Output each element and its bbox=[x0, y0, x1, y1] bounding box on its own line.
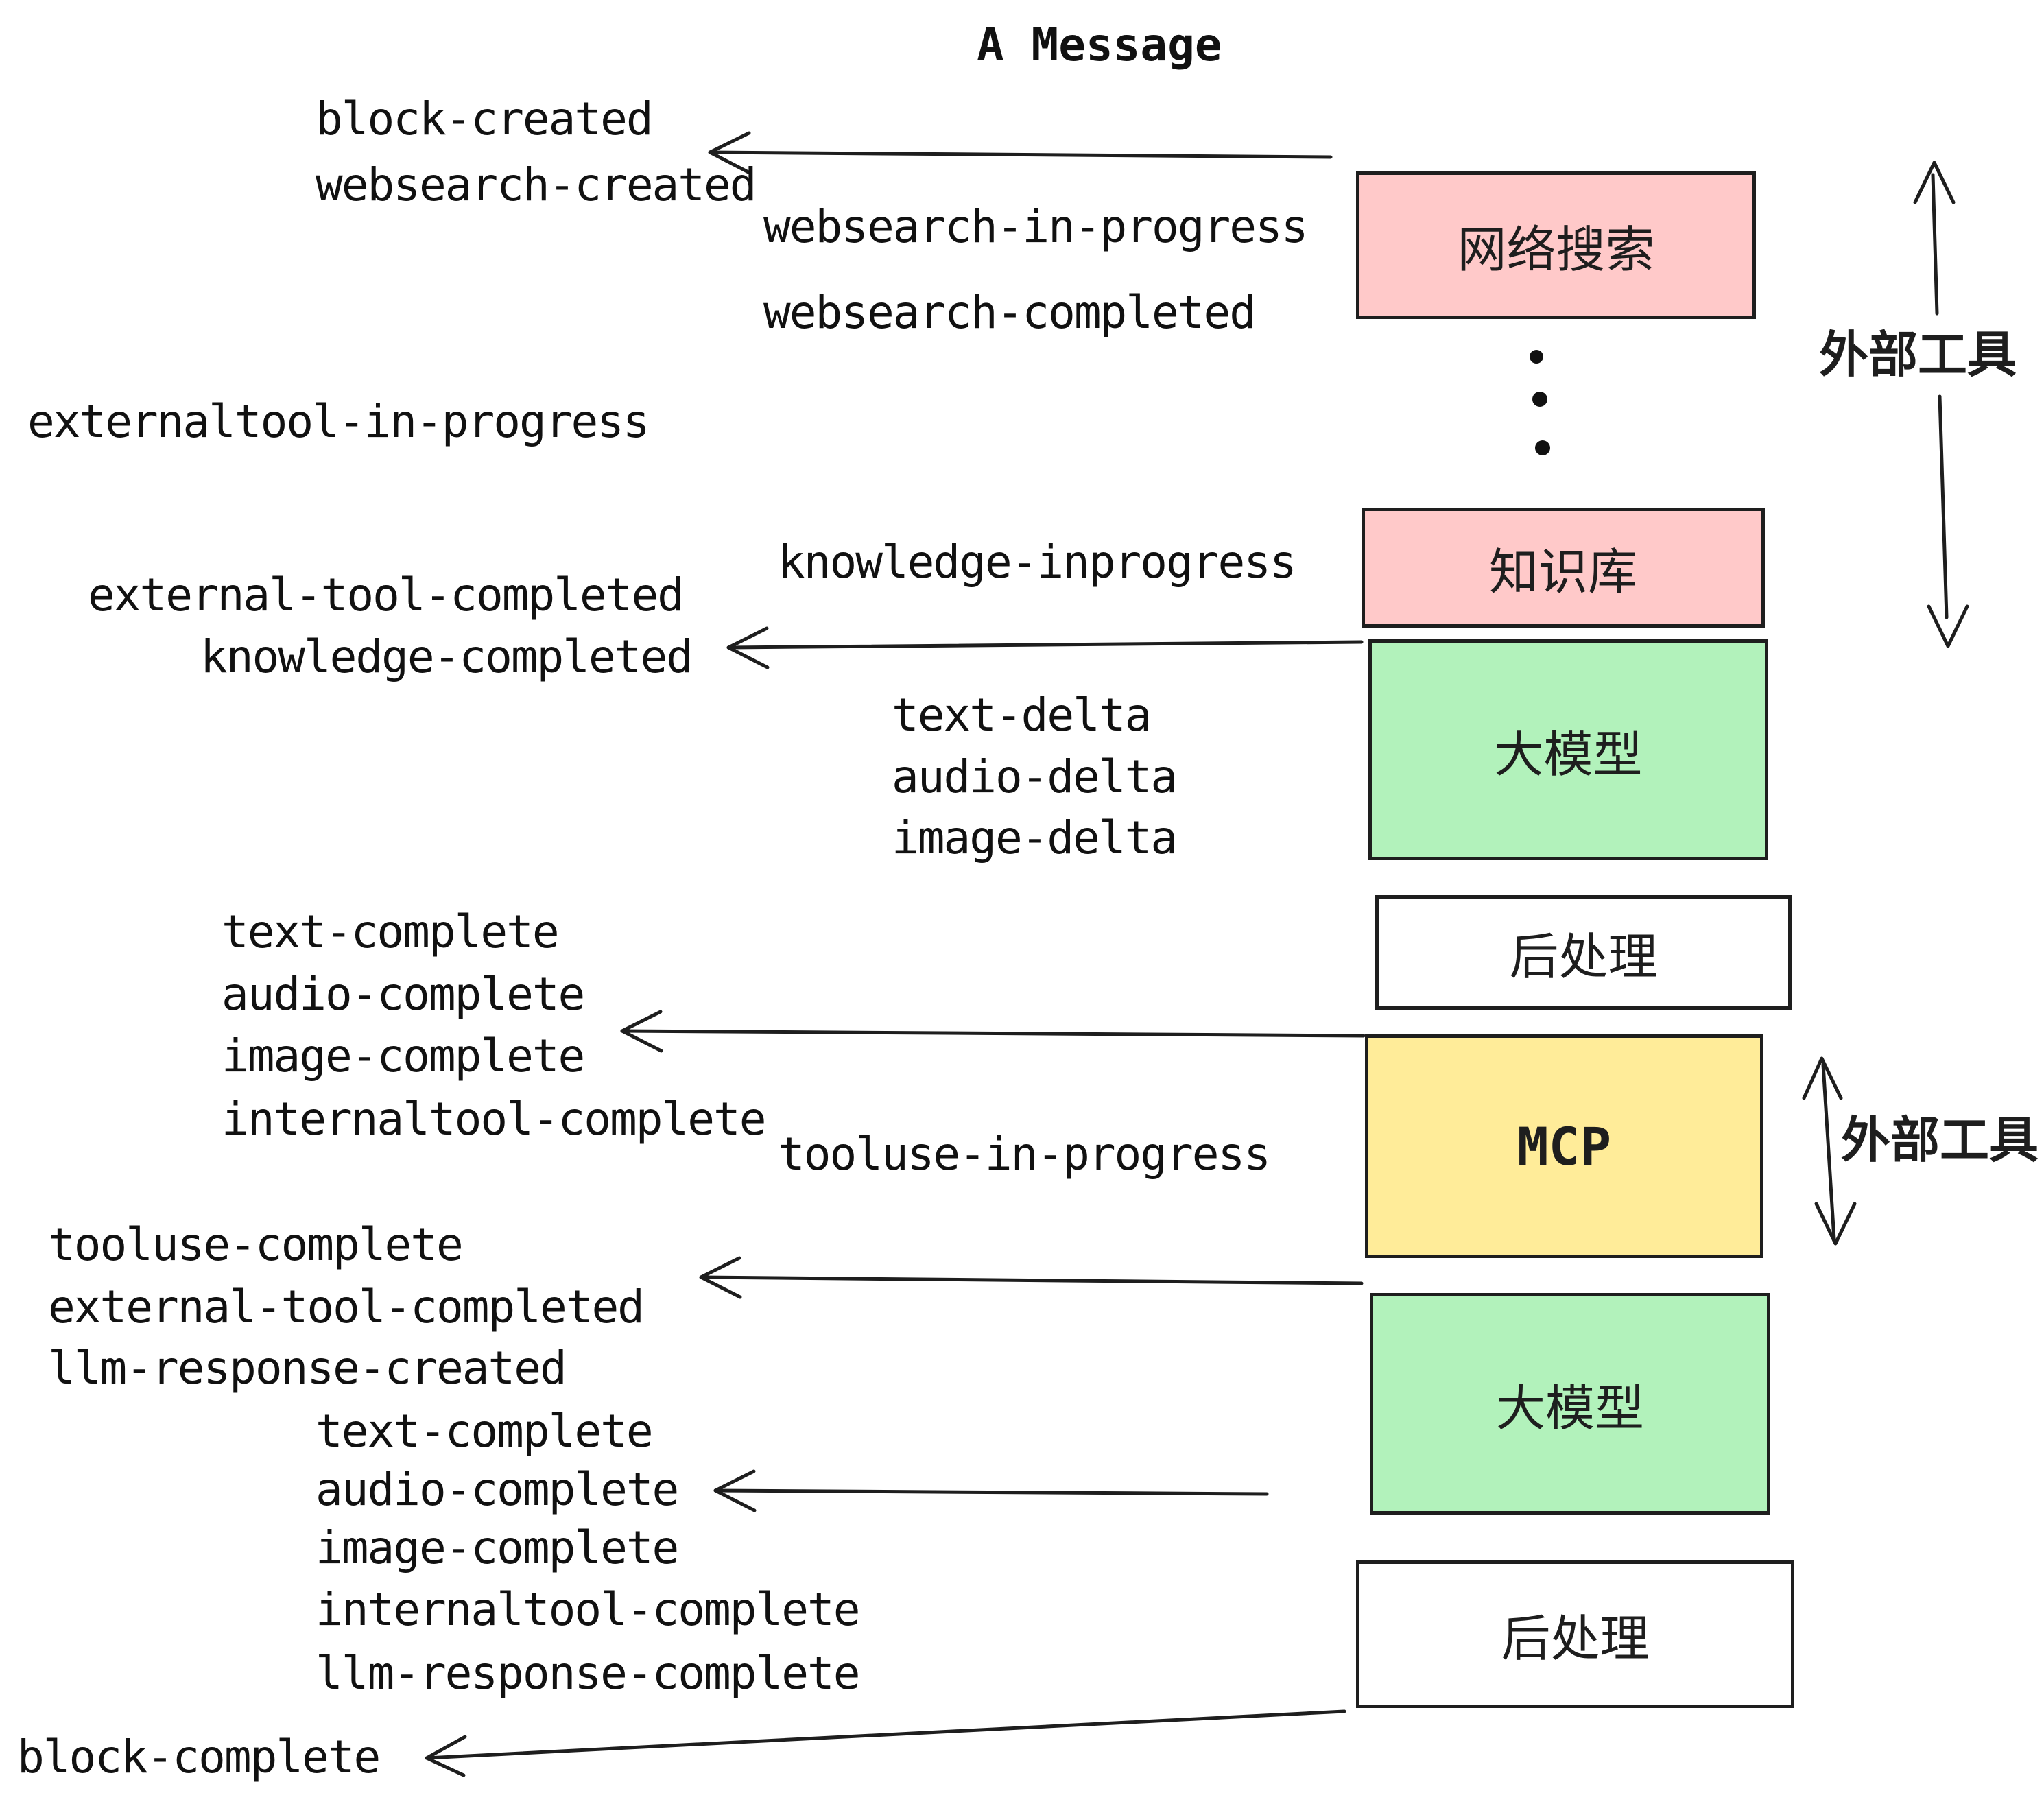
event-internaltool-complete-2: internaltool-complete bbox=[316, 1583, 860, 1636]
event-websearch-in-progress: websearch-in-progress bbox=[763, 200, 1308, 253]
event-external-tool-completed-1: external-tool-completed bbox=[88, 569, 685, 621]
event-audio-complete-1: audio-complete bbox=[222, 968, 585, 1021]
event-tooluse-in-progress: tooluse-in-progress bbox=[778, 1128, 1271, 1180]
box-postprocess-2-label: 后处理 bbox=[1501, 1612, 1650, 1667]
box-mcp: MCP bbox=[1365, 1034, 1763, 1258]
arrow-to-knowledge-completed-icon bbox=[726, 626, 1364, 669]
box-llm-2-label: 大模型 bbox=[1495, 1381, 1644, 1436]
event-llm-response-created: llm-response-created bbox=[48, 1342, 567, 1394]
event-image-complete-1: image-complete bbox=[222, 1030, 585, 1082]
double-arrow-external-tools-1-icon bbox=[1913, 161, 1969, 648]
box-postprocess-1-label: 后处理 bbox=[1509, 930, 1658, 985]
box-knowledge: 知识库 bbox=[1362, 508, 1765, 628]
event-internaltool-complete-1: internaltool-complete bbox=[222, 1093, 766, 1146]
external-tools-annotation-2: 外部工具 bbox=[1841, 1113, 2039, 1168]
box-mcp-label: MCP bbox=[1517, 1115, 1612, 1177]
event-text-delta-1: text-delta bbox=[892, 689, 1152, 741]
event-image-delta-1: image-delta bbox=[892, 811, 1178, 864]
box-websearch-label: 网络搜索 bbox=[1457, 223, 1655, 278]
event-audio-delta-1: audio-delta bbox=[892, 750, 1178, 803]
ellipsis-dots-icon bbox=[1530, 350, 1550, 455]
box-websearch: 网络搜索 bbox=[1356, 171, 1756, 319]
event-tooluse-complete: tooluse-complete bbox=[48, 1218, 464, 1271]
event-audio-complete-2: audio-complete bbox=[316, 1463, 679, 1516]
box-llm-1-label: 大模型 bbox=[1494, 727, 1643, 783]
box-llm-1: 大模型 bbox=[1368, 639, 1768, 860]
arrow-to-tooluse-complete-icon bbox=[699, 1256, 1364, 1299]
box-postprocess-2: 后处理 bbox=[1356, 1560, 1794, 1708]
box-knowledge-label: 知识库 bbox=[1488, 545, 1637, 600]
arrow-to-block-complete-icon bbox=[425, 1709, 1346, 1777]
box-llm-2: 大模型 bbox=[1370, 1293, 1770, 1515]
event-block-created: block-created bbox=[316, 93, 654, 145]
arrow-to-block-created-icon bbox=[708, 131, 1333, 175]
external-tools-annotation-1: 外部工具 bbox=[1819, 328, 2017, 383]
box-postprocess-1: 后处理 bbox=[1375, 895, 1792, 1010]
event-image-complete-2: image-complete bbox=[316, 1521, 679, 1574]
event-text-complete-2: text-complete bbox=[316, 1405, 654, 1458]
event-websearch-completed: websearch-completed bbox=[763, 286, 1257, 339]
event-externaltool-in-progress: externaltool-in-progress bbox=[27, 395, 650, 448]
arrow-to-audio-complete-icon bbox=[713, 1469, 1269, 1512]
arrow-to-image-complete-icon bbox=[620, 1010, 1366, 1053]
event-knowledge-completed: knowledge-completed bbox=[200, 630, 693, 683]
event-text-complete-1: text-complete bbox=[222, 905, 560, 958]
page-title: A Message bbox=[977, 19, 1222, 71]
event-knowledge-inprogress: knowledge-inprogress bbox=[778, 536, 1297, 589]
event-block-complete: block-complete bbox=[17, 1731, 381, 1783]
event-external-tool-completed-2: external-tool-completed bbox=[48, 1281, 645, 1333]
event-llm-response-complete: llm-response-complete bbox=[316, 1647, 860, 1700]
event-websearch-created: websearch-created bbox=[316, 158, 757, 211]
